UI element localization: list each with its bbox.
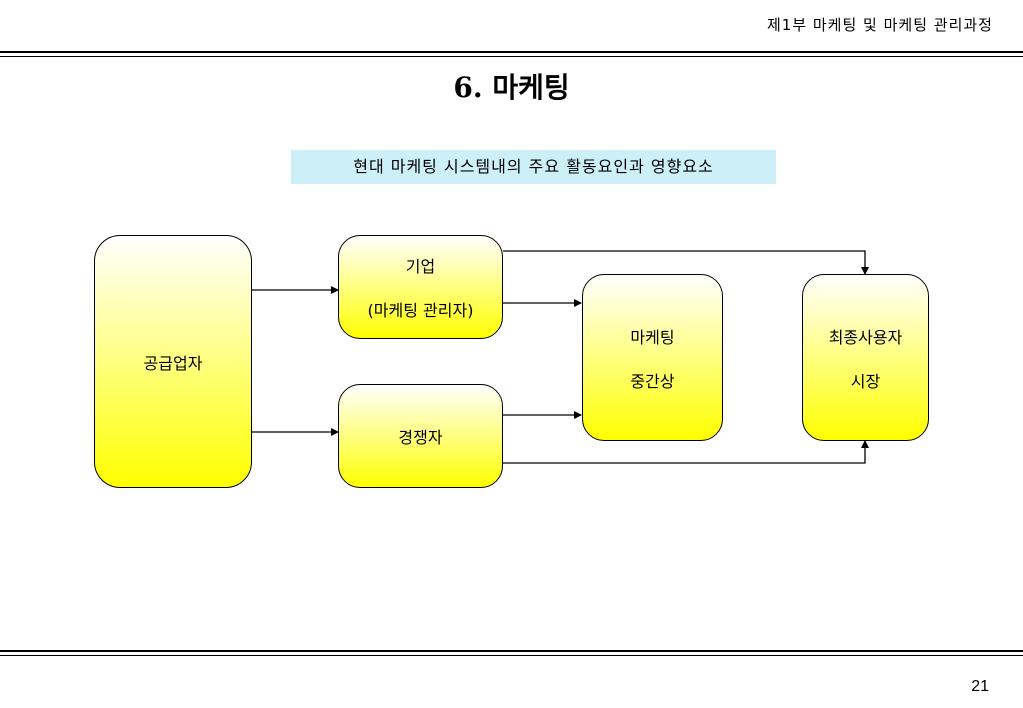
page-number: 21: [971, 678, 989, 695]
node-end-market-label: 최종사용자: [828, 327, 903, 347]
node-competitor-label: 경쟁자: [398, 428, 443, 447]
node-supplier-label: 공급업자: [143, 353, 203, 373]
node-competitor: 경쟁자: [338, 384, 503, 488]
node-company: 기업 (마케팅 관리자): [338, 235, 503, 339]
diagram-subtitle: 현대 마케팅 시스템내의 주요 활동요인과 영향요소: [291, 150, 776, 184]
node-company-label: 기업: [405, 257, 436, 276]
top-rule: [0, 51, 1023, 53]
node-end-market-sublabel: 시장: [850, 371, 881, 391]
node-end-market: 최종사용자 시장: [802, 274, 929, 441]
arrow-competitor-end-market: [503, 440, 869, 464]
top-rule-thin: [0, 56, 1023, 57]
node-supplier: 공급업자: [94, 235, 252, 488]
node-company-sublabel: (마케팅 관리자): [367, 301, 474, 320]
bottom-rule: [0, 650, 1023, 652]
node-intermediary-label: 마케팅: [630, 327, 675, 347]
node-intermediary-sublabel: 중간상: [630, 371, 675, 391]
page-title: 6. 마케팅: [453, 71, 570, 104]
header-text: 제1부 마케팅 및 마케팅 관리과정: [766, 16, 993, 34]
bottom-rule-thin: [0, 655, 1023, 656]
arrow-company-end-market: [503, 250, 869, 275]
node-intermediary: 마케팅 중간상: [582, 274, 723, 441]
